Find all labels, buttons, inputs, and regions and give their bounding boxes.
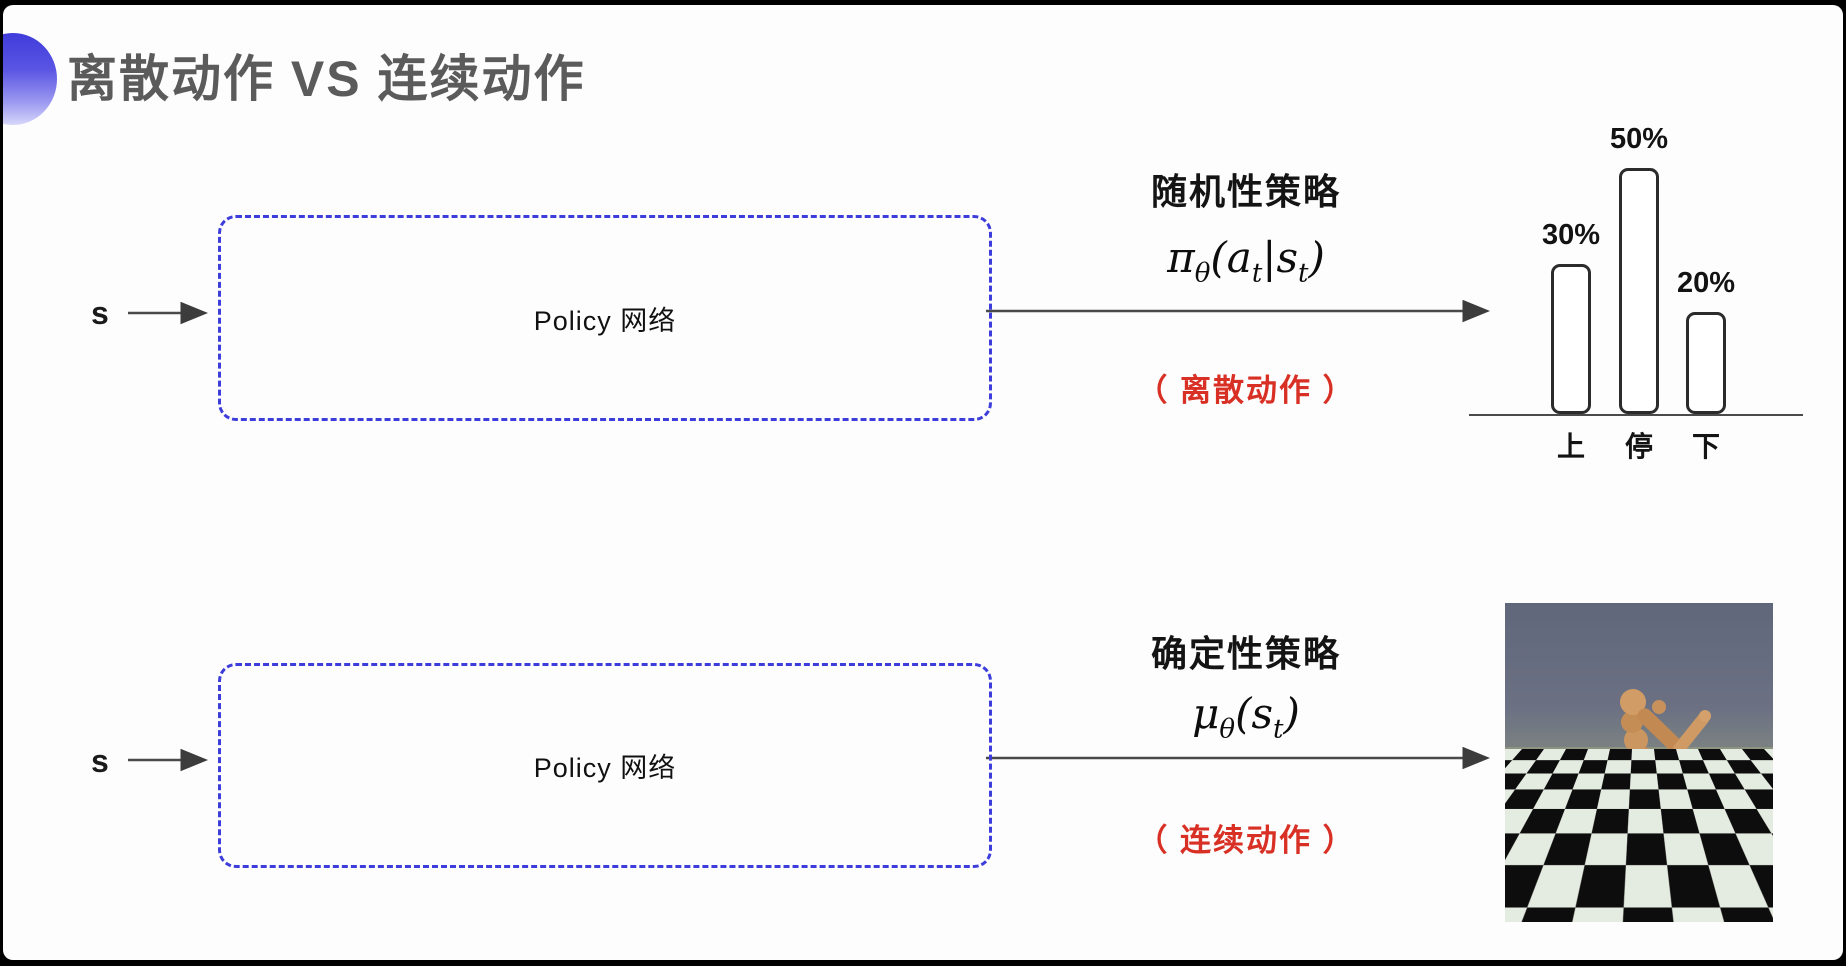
formula-part: a [1227, 233, 1252, 282]
bar-value-label: 30% [1542, 219, 1600, 252]
slide-frame: 离散动作 VS 连续动作 s Policy 网络 随机性策略 πθ(at|st)… [3, 5, 1843, 960]
policy-network-label-bottom: Policy 网络 [534, 746, 677, 785]
policy-network-label-top: Policy 网络 [534, 299, 677, 338]
state-input-label-bottom: s [91, 743, 109, 780]
bar-category-label: 下 [1672, 425, 1740, 465]
discrete-action-bar-chart: 30% 50% 20% 上 停 下 [1469, 123, 1805, 463]
page-title: 离散动作 VS 连续动作 [67, 39, 585, 111]
policy-network-box-bottom: Policy 网络 [218, 663, 992, 868]
humanoid-figure [1505, 603, 1773, 922]
formula-part: t [1273, 714, 1283, 744]
bar-category-label: 停 [1605, 425, 1673, 465]
bar-group: 20% [1672, 267, 1740, 414]
action-note-continuous: （ 连续动作 ） [1046, 815, 1446, 860]
formula-part: t [1298, 258, 1308, 288]
formula-part: ) [1308, 233, 1324, 282]
policy-type-discrete: 随机性策略 [1046, 163, 1446, 215]
bar-value-label: 50% [1610, 123, 1668, 156]
policy-formula-continuous: μθ(st) [1046, 689, 1446, 744]
formula-part: t [1252, 258, 1262, 288]
policy-formula-discrete: πθ(at|st) [1046, 233, 1446, 288]
formula-part: s [1276, 233, 1298, 282]
action-note-discrete: （ 离散动作 ） [1046, 365, 1446, 410]
state-input-label-top: s [91, 295, 109, 332]
bar [1619, 168, 1659, 414]
formula-part: θ [1219, 714, 1235, 744]
bar-group: 50% [1605, 123, 1673, 414]
bar-category-label: 上 [1537, 425, 1605, 465]
bar [1551, 264, 1591, 414]
title-accent-circle-icon [3, 33, 57, 125]
bar-value-label: 20% [1677, 267, 1735, 300]
chart-baseline [1469, 414, 1803, 416]
formula-part: ( [1235, 689, 1251, 738]
formula-part: ) [1283, 689, 1299, 738]
formula-part: μ [1192, 689, 1219, 738]
bar [1686, 312, 1726, 414]
formula-part: | [1262, 233, 1276, 282]
humanoid-robot-image [1505, 603, 1773, 922]
policy-network-box-top: Policy 网络 [218, 215, 992, 421]
bar-group: 30% [1537, 219, 1605, 414]
formula-part: ( [1210, 233, 1226, 282]
formula-part: s [1251, 689, 1273, 738]
formula-part: θ [1195, 258, 1211, 288]
formula-part: π [1167, 233, 1195, 282]
policy-type-continuous: 确定性策略 [1046, 625, 1446, 677]
